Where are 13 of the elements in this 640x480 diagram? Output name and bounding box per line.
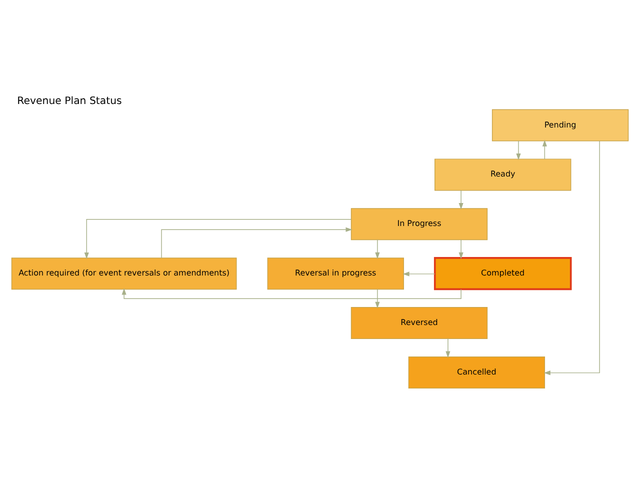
arrow — [122, 288, 462, 299]
arrow — [542, 139, 547, 159]
arrow — [544, 140, 600, 375]
arrow — [458, 189, 464, 210]
arrow — [161, 226, 352, 258]
arrow — [458, 238, 464, 258]
arrow — [84, 218, 352, 259]
arrow — [446, 338, 450, 358]
arrow — [402, 271, 436, 276]
diagram-title: Revenue Plan Status — [17, 95, 122, 106]
arrow — [375, 288, 380, 308]
arrow — [375, 238, 380, 258]
arrow — [516, 140, 521, 160]
